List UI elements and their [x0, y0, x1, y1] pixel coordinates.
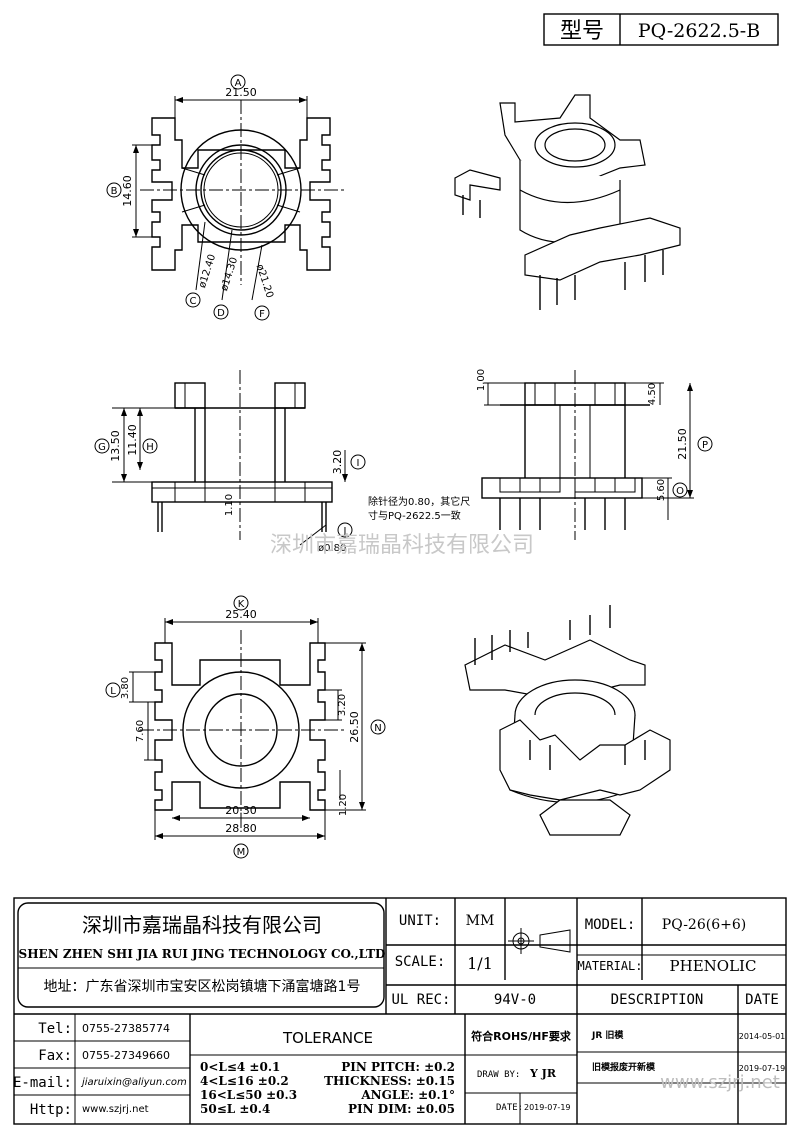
- bottom-view: 25.40 K 3.80 L 7.60 3.20 26.50 N 1.20 20…: [105, 595, 386, 859]
- dim-front-total: 21.50: [676, 428, 689, 460]
- dim-i-value: 3.20: [331, 450, 344, 475]
- marker-d: D: [217, 308, 225, 319]
- dim-r2: 1.20: [338, 794, 349, 816]
- date-label: DATE: [745, 992, 779, 1008]
- email-value: jiaruixin@aliyun.com: [80, 1077, 187, 1088]
- marker-p: P: [702, 440, 708, 451]
- tol-row-3: 16<L≤50 ±0.3: [200, 1088, 297, 1102]
- isometric-view-bottom: [464, 605, 671, 836]
- email-label: E-mail:: [13, 1075, 72, 1091]
- note-line-1: 除针径为0.80，其它尺: [368, 495, 470, 508]
- desc-row-1: JR 旧模: [591, 1029, 624, 1041]
- dim-l2: 7.60: [135, 720, 146, 742]
- tol-row-1: 0<L≤4 ±0.1: [200, 1060, 280, 1074]
- side-view: 13.50 G 11.40 H 3.20 I 1.10 ø0.80 J: [94, 370, 366, 554]
- rohs-text: 符合ROHS/HF要求: [471, 1029, 572, 1043]
- front-view: 1.00 4.50 21.50 P 5.60 O: [476, 369, 713, 540]
- tel-label: Tel:: [38, 1021, 72, 1037]
- projection-symbol-icon: [508, 928, 571, 954]
- dim-pin-value: 1.10: [224, 494, 235, 516]
- dim-total: 28.80: [225, 822, 257, 835]
- title-block: 深圳市嘉瑞晶科技有限公司 SHEN ZHEN SHI JIA RUI JING …: [13, 897, 787, 1125]
- top-view: 21.50 A 14.60 B ø12.40 ø14.30 ø21.20 C D…: [106, 74, 345, 321]
- marker-k: K: [238, 599, 245, 610]
- dim-g-value: 13.50: [109, 430, 122, 462]
- date-row-1: 2014-05-01: [739, 1032, 786, 1041]
- marker-g: G: [98, 442, 106, 453]
- marker-a: A: [235, 78, 242, 89]
- dim-b-value: 14.60: [121, 175, 134, 207]
- dim-a-value: 21.50: [225, 86, 257, 99]
- dim-k-value: 25.40: [225, 608, 257, 621]
- pin-row-2: THICKNESS: ±0.15: [324, 1074, 455, 1088]
- dim-front-bottom: 5.60: [656, 479, 667, 501]
- note-line-2: 寸与PQ-2622.5一致: [368, 509, 461, 522]
- dim-r1: 3.20: [337, 694, 348, 716]
- dim-d3: ø21.20: [254, 263, 275, 299]
- http-value: www.szjrj.net: [82, 1104, 149, 1115]
- draw-by-value: Y JR: [529, 1067, 557, 1080]
- marker-f: F: [259, 309, 265, 320]
- dim-front-top: 1.00: [476, 369, 487, 391]
- material-value: PHENOLIC: [670, 957, 757, 975]
- note: 除针径为0.80，其它尺 寸与PQ-2622.5一致: [368, 495, 470, 522]
- model-box-value: PQ-2622.5-B: [638, 20, 760, 42]
- company-address: 地址：广东省深圳市宝安区松岗镇塘下涌富塘路1号: [44, 978, 361, 995]
- marker-b: B: [111, 186, 118, 197]
- model-label: MODEL:: [585, 917, 636, 933]
- marker-j: J: [343, 526, 347, 537]
- material-label: MATERIAL:: [577, 959, 642, 973]
- unit-label: UNIT:: [399, 913, 441, 929]
- description-label: DESCRIPTION: [611, 992, 704, 1008]
- ul-value: 94V-0: [494, 992, 536, 1008]
- desc-row-2: 旧模报废开新模: [592, 1061, 656, 1073]
- dim-l1: 3.80: [120, 677, 131, 699]
- marker-h: H: [146, 442, 154, 453]
- date-row-label: DATE:: [496, 1103, 523, 1113]
- watermark-company: 深圳市嘉瑞晶科技有限公司: [270, 533, 534, 558]
- company-cn: 深圳市嘉瑞晶科技有限公司: [82, 913, 322, 937]
- model-box: 型号 PQ-2622.5-B: [543, 13, 779, 46]
- fax-label: Fax:: [38, 1048, 72, 1064]
- dim-front-top2: 4.50: [647, 383, 658, 405]
- date-row-value: 2019-07-19: [524, 1103, 571, 1112]
- website-watermark: www.szjrj.net: [660, 1072, 780, 1093]
- scale-value: 1/1: [467, 954, 493, 973]
- http-label: Http:: [30, 1102, 72, 1118]
- dim-inner: 20.30: [225, 804, 257, 817]
- tol-row-2: 4<L≤16 ±0.2: [200, 1074, 289, 1088]
- ul-label: UL REC:: [391, 992, 450, 1008]
- scale-label: SCALE:: [395, 954, 446, 970]
- marker-m: M: [237, 847, 246, 858]
- dim-h-value: 11.40: [126, 424, 139, 456]
- tol-row-4: 50≤L ±0.4: [200, 1102, 270, 1116]
- tel-value: 0755-27385774: [82, 1022, 170, 1035]
- tolerance-label: TOLERANCE: [282, 1029, 373, 1047]
- pin-row-4: PIN DIM: ±0.05: [348, 1102, 455, 1116]
- marker-o: O: [676, 486, 684, 497]
- fax-value: 0755-27349660: [82, 1049, 170, 1062]
- marker-n: N: [374, 723, 381, 734]
- date-row-2: 2019-07-19: [739, 1064, 786, 1073]
- dim-d2: ø14.30: [219, 256, 240, 292]
- dim-j-value: ø0.80: [318, 543, 346, 554]
- draw-by-label: DRAW BY:: [477, 1070, 520, 1080]
- isometric-view-top: [454, 94, 681, 310]
- model-box-label: 型号: [560, 19, 604, 44]
- company-en: SHEN ZHEN SHI JIA RUI JING TECHNOLOGY CO…: [19, 947, 386, 961]
- dim-height: 26.50: [348, 711, 361, 743]
- marker-c: C: [190, 296, 197, 307]
- pin-row-1: PIN PITCH: ±0.2: [341, 1060, 455, 1074]
- pin-row-3: ANGLE: ±0.1°: [360, 1088, 455, 1102]
- marker-l: L: [110, 686, 116, 697]
- model-value: PQ-26(6+6): [662, 917, 746, 933]
- marker-i: I: [357, 458, 360, 469]
- unit-value: MM: [466, 913, 495, 929]
